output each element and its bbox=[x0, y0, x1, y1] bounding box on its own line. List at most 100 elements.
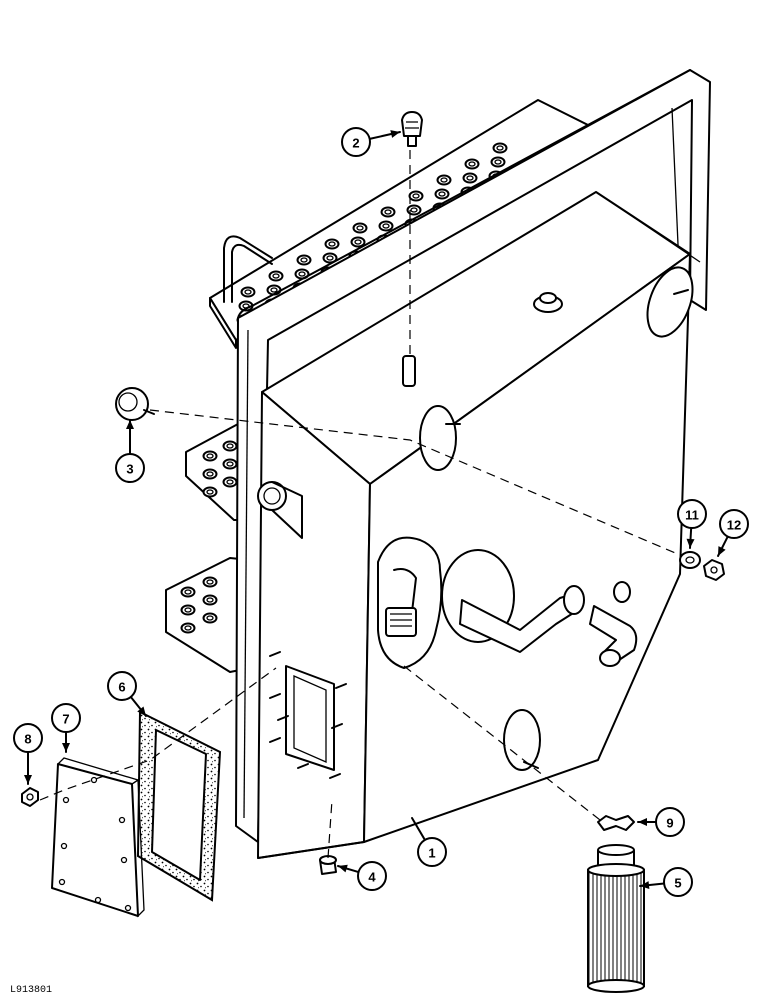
step-bolt-hole-inner bbox=[206, 471, 214, 477]
step-bolt-hole bbox=[180, 604, 196, 616]
step-bolt-hole-inner bbox=[468, 161, 476, 167]
callout-8: 8 bbox=[13, 723, 43, 785]
step-bolt-hole-inner bbox=[438, 191, 446, 197]
plate-bolt-hole bbox=[58, 878, 66, 886]
step-bolt-hole-inner bbox=[326, 255, 334, 261]
step-bolt-hole-inner bbox=[272, 273, 280, 279]
step-bolt-hole-inner bbox=[356, 225, 364, 231]
step-bolt-hole bbox=[380, 206, 396, 218]
callout-circle-7 bbox=[51, 703, 81, 733]
step-bolt-hole bbox=[202, 594, 218, 606]
step-bolt-hole bbox=[240, 286, 256, 298]
step-bolt-hole-inner bbox=[226, 443, 234, 449]
step-bolt-hole bbox=[492, 142, 508, 154]
callout-12: 12 bbox=[717, 509, 749, 557]
step-bolt-hole-inner bbox=[384, 209, 392, 215]
callout-2: 2 bbox=[341, 127, 401, 157]
callout-3: 3 bbox=[115, 419, 145, 483]
step-bolt-hole-inner bbox=[206, 615, 214, 621]
callout-6: 6 bbox=[107, 671, 147, 717]
step-bolt-hole-inner bbox=[206, 597, 214, 603]
cover-gasket bbox=[136, 710, 222, 902]
callout-circle-2 bbox=[341, 127, 371, 157]
breather-cap bbox=[401, 111, 423, 147]
step-bolt-hole bbox=[202, 468, 218, 480]
step-bolt-hole bbox=[202, 612, 218, 624]
step-bolt-hole-inner bbox=[206, 579, 214, 585]
step-bolt-hole bbox=[434, 188, 450, 200]
cover-stud bbox=[269, 693, 281, 699]
plate-bolt-hole bbox=[90, 776, 98, 784]
callout-arrowhead-8 bbox=[24, 775, 32, 784]
step-bolt-hole bbox=[202, 576, 218, 588]
callout-label-7: 7 bbox=[62, 712, 69, 727]
callout-label-2: 2 bbox=[352, 136, 359, 151]
step-bolt-hole-inner bbox=[206, 489, 214, 495]
step-bolt-hole-inner bbox=[270, 287, 278, 293]
step-bolt-hole-inner bbox=[300, 257, 308, 263]
callout-arrowhead-9 bbox=[638, 818, 647, 826]
step-bolt-hole bbox=[350, 236, 366, 248]
cover-stud bbox=[297, 763, 309, 769]
washer bbox=[679, 551, 701, 569]
step-bolt-hole-inner bbox=[494, 159, 502, 165]
callout-circle-11 bbox=[677, 499, 707, 529]
callout-arrowhead-4 bbox=[338, 864, 348, 873]
step-bolt-hole-inner bbox=[206, 453, 214, 459]
step-bolt-hole bbox=[296, 254, 312, 266]
step-bolt-hole bbox=[180, 622, 196, 634]
plate-bolt-hole bbox=[118, 816, 126, 824]
callout-label-9: 9 bbox=[666, 816, 673, 831]
callout-11: 11 bbox=[677, 499, 707, 549]
step-bolt-hole bbox=[378, 220, 394, 232]
callout-circle-12 bbox=[719, 509, 749, 539]
plate-bolt-hole bbox=[62, 796, 70, 804]
step-bolt-hole-inner bbox=[226, 461, 234, 467]
callout-label-11: 11 bbox=[685, 508, 699, 523]
step-bolt-hole-inner bbox=[298, 271, 306, 277]
callout-arrowhead-6 bbox=[137, 706, 146, 716]
lock-ring bbox=[597, 815, 635, 831]
step-bolt-hole bbox=[324, 238, 340, 250]
level-gauge bbox=[115, 387, 155, 421]
cover-stud bbox=[335, 683, 347, 689]
nut-item-12 bbox=[703, 559, 725, 581]
step-bolt-hole bbox=[352, 222, 368, 234]
plate-bolt-hole bbox=[120, 856, 128, 864]
cover-stud bbox=[269, 737, 281, 743]
callout-circle-1 bbox=[417, 837, 447, 867]
step-bolt-hole-inner bbox=[184, 625, 192, 631]
hydraulic-tank bbox=[257, 191, 701, 859]
step-bolt-hole-inner bbox=[354, 239, 362, 245]
step-bolt-hole-inner bbox=[184, 607, 192, 613]
callout-label-1: 1 bbox=[428, 846, 435, 861]
step-bolt-hole-inner bbox=[184, 589, 192, 595]
step-bolt-hole-inner bbox=[410, 207, 418, 213]
callout-label-8: 8 bbox=[24, 732, 31, 747]
callout-label-5: 5 bbox=[674, 876, 681, 891]
step-bolt-hole-inner bbox=[440, 177, 448, 183]
step-bolt-hole bbox=[408, 190, 424, 202]
callout-circle-6 bbox=[107, 671, 137, 701]
step-bolt-hole-inner bbox=[244, 289, 252, 295]
callout-arrowhead-2 bbox=[390, 130, 400, 138]
nut-item-8 bbox=[21, 787, 39, 807]
callout-arrowhead-7 bbox=[62, 743, 70, 752]
step-bolt-hole bbox=[464, 158, 480, 170]
cover-stud bbox=[329, 773, 341, 779]
callout-leader-1 bbox=[411, 817, 426, 841]
step-bolt-hole-inner bbox=[226, 479, 234, 485]
step-bolt-hole bbox=[202, 486, 218, 498]
step-bolt-hole-inner bbox=[382, 223, 390, 229]
step-bolt-hole bbox=[222, 440, 238, 452]
assembly-lines bbox=[39, 150, 681, 859]
cover-stud bbox=[331, 723, 343, 729]
callout-circle-5 bbox=[663, 867, 693, 897]
plate-bolt-hole bbox=[124, 904, 132, 912]
callout-circle-9 bbox=[655, 807, 685, 837]
handrail bbox=[223, 235, 273, 303]
step-bolt-hole bbox=[180, 586, 196, 598]
callout-arrowhead-11 bbox=[686, 538, 695, 548]
